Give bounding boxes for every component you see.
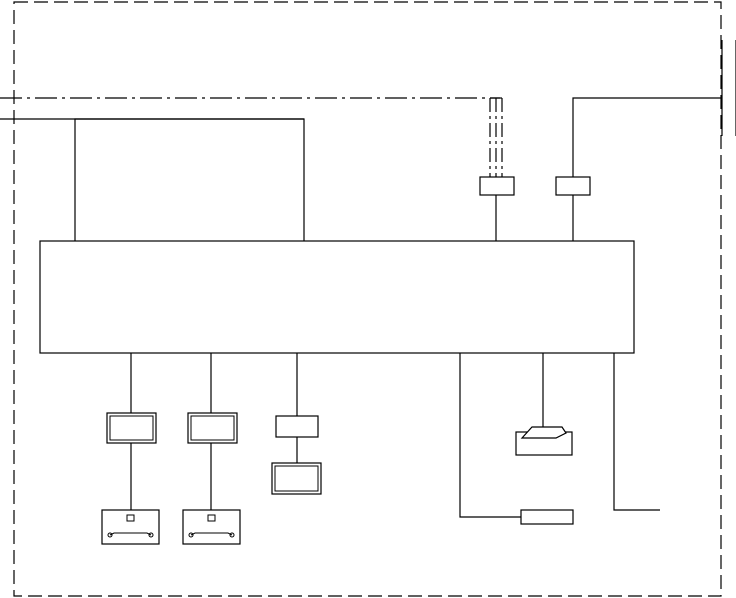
relay-box — [275, 415, 319, 438]
display-module-3 — [271, 462, 322, 495]
upper-frame — [74, 118, 305, 241]
sensor-block-2 — [555, 176, 591, 196]
dashed-cable-bundle — [489, 97, 503, 177]
sensor-block-1 — [479, 176, 515, 196]
main-unit — [39, 240, 635, 354]
printer-device — [515, 426, 573, 456]
enclosure-boundary — [13, 1, 722, 597]
branch-4-line — [459, 353, 521, 518]
terminal-bar — [520, 509, 574, 525]
socket-1 — [101, 509, 160, 545]
branch-6-line — [613, 353, 660, 511]
display-module-2 — [187, 412, 238, 444]
display-module-1 — [106, 412, 157, 444]
right-feed-line — [572, 40, 736, 177]
socket-2 — [182, 509, 241, 545]
